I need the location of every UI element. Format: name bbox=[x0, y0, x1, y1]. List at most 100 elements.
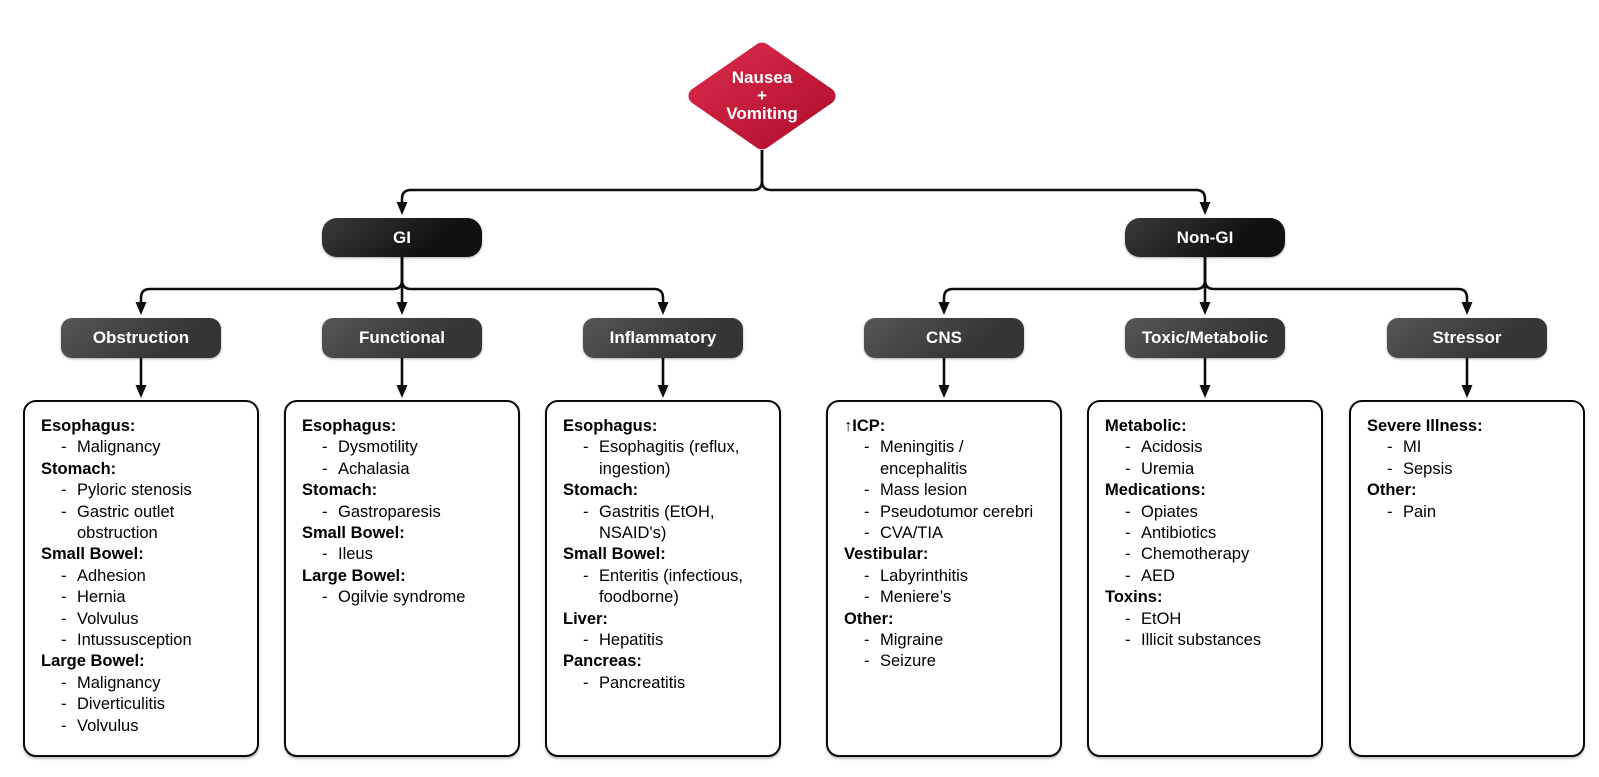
list-item: -Gastroparesis bbox=[302, 502, 506, 523]
bullet-dash: - bbox=[1125, 459, 1131, 478]
bullet-dash: - bbox=[864, 438, 870, 457]
section-header: Stomach: bbox=[41, 459, 117, 478]
list-item-text: Volvulus bbox=[77, 609, 139, 628]
list-item-text: Illicit substances bbox=[1141, 631, 1262, 650]
section-header: Small Bowel: bbox=[41, 545, 144, 564]
bullet-dash: - bbox=[864, 524, 870, 543]
list-item-text: Adhesion bbox=[77, 566, 146, 585]
list-item-text: MI bbox=[1403, 438, 1422, 457]
category-node-inflammatory: Inflammatory bbox=[583, 318, 743, 358]
branch-node-gi: GI bbox=[322, 218, 482, 257]
detail-box-inflammatory: Esophagus:-Esophagitis (reflux, ingestio… bbox=[545, 400, 781, 757]
list-item: -Enteritis (infectious, foodborne) bbox=[563, 566, 767, 609]
list-item-text: Gastroparesis bbox=[338, 502, 441, 521]
section-header: Vestibular: bbox=[844, 545, 929, 564]
list-item: -Volvulus bbox=[41, 716, 245, 737]
list-item: -Ileus bbox=[302, 544, 506, 565]
list-item-text: Malignancy bbox=[77, 673, 161, 692]
list-item: -Uremia bbox=[1105, 459, 1309, 480]
bullet-dash: - bbox=[61, 502, 67, 521]
section-header: Large Bowel: bbox=[302, 566, 406, 585]
list-item-text: Mass lesion bbox=[880, 481, 968, 500]
bullet-dash: - bbox=[61, 695, 67, 714]
root-label-line-2: + bbox=[757, 86, 767, 105]
bullet-dash: - bbox=[1125, 438, 1131, 457]
connector-root-to-gi bbox=[396, 150, 764, 215]
list-item-text: Chemotherapy bbox=[1141, 545, 1250, 564]
bullet-dash: - bbox=[1125, 524, 1131, 543]
bullet-dash: - bbox=[1387, 459, 1393, 478]
bullet-dash: - bbox=[583, 631, 589, 650]
list-item-text: Pain bbox=[1403, 502, 1437, 521]
section-header: Other: bbox=[844, 609, 894, 628]
list-item: -Seizure bbox=[844, 651, 1048, 672]
bullet-dash: - bbox=[322, 545, 328, 564]
bullet-dash: - bbox=[322, 588, 328, 607]
bullet-dash: - bbox=[583, 673, 589, 692]
section-header: Stomach: bbox=[302, 481, 378, 500]
category-node-functional: Functional bbox=[322, 318, 482, 358]
connector-gi-to-inflammatory bbox=[400, 257, 669, 315]
list-item-text: CVA/TIA bbox=[880, 524, 943, 543]
list-item: -AED bbox=[1105, 566, 1309, 587]
list-item: -Illicit substances bbox=[1105, 630, 1309, 651]
list-item: -Pseudotumor cerebri bbox=[844, 502, 1048, 523]
list-item-text: EtOH bbox=[1141, 609, 1182, 628]
root-node-nausea-vomiting: Nausea + Vomiting bbox=[686, 40, 838, 152]
list-item: -Achalasia bbox=[302, 459, 506, 480]
list-item-text: Intussusception bbox=[77, 631, 192, 650]
list-item: -Intussusception bbox=[41, 630, 245, 651]
list-item-text: Esophagitis (reflux, ingestion) bbox=[599, 438, 740, 478]
list-item-text: Meningitis / encephalitis bbox=[880, 438, 968, 478]
list-item: -Hernia bbox=[41, 587, 245, 608]
category-node-stressor: Stressor bbox=[1387, 318, 1547, 358]
bullet-dash: - bbox=[61, 716, 67, 735]
list-item: -Acidosis bbox=[1105, 437, 1309, 458]
bullet-dash: - bbox=[864, 481, 870, 500]
bullet-dash: - bbox=[322, 502, 328, 521]
list-item-text: Hepatitis bbox=[599, 631, 664, 650]
connector-gi-to-obstruction bbox=[135, 257, 404, 315]
category-node-obstruction: Obstruction bbox=[61, 318, 221, 358]
bullet-dash: - bbox=[322, 459, 328, 478]
bullet-dash: - bbox=[1387, 502, 1393, 521]
list-item: -Meningitis / encephalitis bbox=[844, 437, 1048, 480]
list-item-text: Acidosis bbox=[1141, 438, 1203, 457]
section-header: Medications: bbox=[1105, 481, 1206, 500]
connector-non-gi-to-stressor bbox=[1203, 257, 1473, 315]
bullet-dash: - bbox=[1125, 609, 1131, 628]
list-item: -Chemotherapy bbox=[1105, 544, 1309, 565]
section-header: Esophagus: bbox=[563, 417, 658, 435]
list-item-text: Hernia bbox=[77, 588, 126, 607]
bullet-dash: - bbox=[583, 438, 589, 457]
section-header: Small Bowel: bbox=[302, 524, 405, 543]
list-item: -Migraine bbox=[844, 630, 1048, 651]
bullet-dash: - bbox=[61, 673, 67, 692]
bullet-dash: - bbox=[864, 631, 870, 650]
root-label-line-3: Vomiting bbox=[726, 104, 798, 123]
bullet-dash: - bbox=[1387, 438, 1393, 457]
list-item-text: Seizure bbox=[880, 652, 936, 671]
bullet-dash: - bbox=[61, 631, 67, 650]
bullet-dash: - bbox=[864, 566, 870, 585]
list-item: -Ogilvie syndrome bbox=[302, 587, 506, 608]
bullet-dash: - bbox=[61, 566, 67, 585]
section-header: Liver: bbox=[563, 609, 608, 628]
branch-node-non-gi: Non-GI bbox=[1125, 218, 1285, 257]
list-item-text: Ileus bbox=[338, 545, 373, 564]
section-header: Metabolic: bbox=[1105, 417, 1187, 435]
category-node-toxic-metabolic: Toxic/Metabolic bbox=[1125, 318, 1285, 358]
list-item: -Labyrinthitis bbox=[844, 566, 1048, 587]
section-header: Other: bbox=[1367, 481, 1417, 500]
list-item: -Gastritis (EtOH, NSAID's) bbox=[563, 502, 767, 545]
list-item: -Volvulus bbox=[41, 609, 245, 630]
section-header: Large Bowel: bbox=[41, 652, 145, 671]
list-item: -Opiates bbox=[1105, 502, 1309, 523]
list-item-text: AED bbox=[1141, 566, 1175, 585]
list-item-text: Meniere’s bbox=[880, 588, 952, 607]
list-item: -Sepsis bbox=[1367, 459, 1571, 480]
list-item-text: Gastritis (EtOH, NSAID's) bbox=[599, 502, 715, 543]
